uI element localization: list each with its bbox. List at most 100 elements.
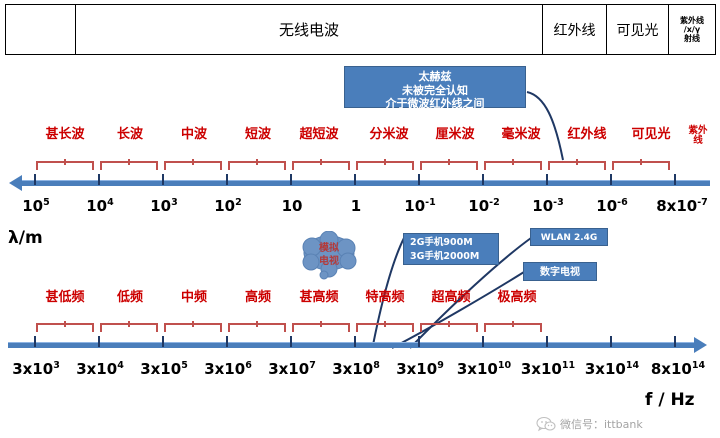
frequency-tick-5 bbox=[354, 336, 356, 347]
frequency-tick-1 bbox=[98, 336, 100, 347]
table-cell-uv-xray-gamma-label: 紫外线 /x/γ 射线 bbox=[680, 15, 704, 44]
wavelength-tick-3 bbox=[226, 174, 228, 185]
wavelength-tick-4 bbox=[290, 174, 292, 185]
frequency-value-4-exp: 7 bbox=[309, 360, 316, 371]
table-cell-blank bbox=[6, 5, 76, 54]
freq-label-vlf: 甚低频 bbox=[45, 290, 85, 305]
bracket-decimetre bbox=[356, 161, 414, 170]
freq-bracket-vhf bbox=[292, 323, 350, 332]
wavelength-value-8: 10-3 bbox=[520, 197, 576, 215]
frequency-value-3-exp: 6 bbox=[245, 360, 252, 371]
wavelength-value-0-exp: 5 bbox=[43, 197, 50, 208]
leader-line-terahertz bbox=[526, 91, 564, 161]
wavelength-value-9-mantissa: 10 bbox=[596, 197, 618, 215]
frequency-tick-0 bbox=[34, 336, 36, 347]
terahertz-callout: 太赫兹 未被完全认知 介于微波红外线之间 bbox=[344, 66, 526, 111]
frequency-axis-line bbox=[8, 342, 696, 348]
frequency-tick-3 bbox=[226, 336, 228, 347]
bracket-long-wave bbox=[100, 161, 158, 170]
frequency-value-7-exp: 10 bbox=[497, 360, 512, 371]
wavelength-value-1-exp: 4 bbox=[107, 197, 114, 208]
wavelength-value-8-mantissa: 10 bbox=[532, 197, 554, 215]
frequency-value-2-mantissa: 3x10 bbox=[140, 360, 182, 378]
wavelength-value-10-exp: -7 bbox=[697, 197, 708, 208]
wavelength-value-9-exp: -6 bbox=[617, 197, 628, 208]
frequency-value-5: 3x108 bbox=[322, 360, 390, 378]
frequency-value-8: 3x1011 bbox=[512, 360, 584, 378]
table-cell-infrared: 红外线 bbox=[543, 5, 607, 54]
wavelength-value-2-mantissa: 10 bbox=[150, 197, 172, 215]
band-label-centimetre: 厘米波 bbox=[435, 127, 475, 142]
wavelength-value-6-mantissa: 10 bbox=[404, 197, 426, 215]
freq-bracket-hf bbox=[228, 323, 286, 332]
frequency-tick-2 bbox=[162, 336, 164, 347]
frequency-tick-8 bbox=[546, 336, 548, 347]
frequency-value-9-mantissa: 3x10 bbox=[584, 360, 626, 378]
frequency-value-8-exp: 11 bbox=[561, 360, 576, 371]
frequency-value-4-mantissa: 3x10 bbox=[268, 360, 310, 378]
table-cell-radio-wave-label: 无线电波 bbox=[278, 21, 339, 39]
wavelength-tick-5 bbox=[354, 174, 356, 185]
wavelength-tick-8 bbox=[546, 174, 548, 185]
band-label-infrared: 红外线 bbox=[567, 127, 607, 142]
freq-label-ehf: 极高频 bbox=[497, 290, 537, 305]
frequency-value-1-mantissa: 3x10 bbox=[76, 360, 118, 378]
freq-label-hf: 高频 bbox=[244, 290, 271, 305]
mobile-callout-text: 2G手机900M 3G手机2000M bbox=[410, 237, 480, 263]
wavelength-value-2: 103 bbox=[136, 197, 192, 215]
frequency-value-1: 3x104 bbox=[66, 360, 134, 378]
wavelength-value-0: 105 bbox=[8, 197, 64, 215]
analog-tv-label: 模拟 电视 bbox=[319, 243, 339, 267]
watermark: 微信号：ittbank bbox=[536, 414, 716, 434]
wavelength-value-6: 10-1 bbox=[392, 197, 448, 215]
watermark-text: 微信号：ittbank bbox=[560, 418, 643, 431]
band-label-ultraviolet: 紫外 线 bbox=[688, 125, 708, 147]
wavelength-value-5: 1 bbox=[328, 197, 384, 215]
freq-bracket-ehf bbox=[484, 323, 542, 332]
frequency-tick-9 bbox=[610, 336, 612, 347]
band-label-vlf-wave: 甚长波 bbox=[45, 127, 85, 142]
table-cell-visible-light-label: 可见光 bbox=[616, 22, 659, 39]
frequency-tick-10 bbox=[674, 336, 676, 347]
band-label-short-wave: 短波 bbox=[244, 127, 271, 142]
wavelength-value-1-mantissa: 10 bbox=[86, 197, 108, 215]
frequency-value-1-exp: 4 bbox=[117, 360, 124, 371]
band-label-decimetre: 分米波 bbox=[369, 127, 409, 142]
frequency-value-3-mantissa: 3x10 bbox=[204, 360, 246, 378]
mobile-callout: 2G手机900M 3G手机2000M bbox=[403, 233, 499, 265]
frequency-value-5-mantissa: 3x10 bbox=[332, 360, 374, 378]
table-cell-infrared-label: 红外线 bbox=[553, 22, 596, 39]
freq-label-mf: 中频 bbox=[180, 290, 207, 305]
wavelength-value-4: 10 bbox=[264, 197, 320, 215]
terahertz-callout-text: 太赫兹 未被完全认知 介于微波红外线之间 bbox=[385, 70, 485, 111]
wavelength-value-6-exp: -1 bbox=[425, 197, 436, 208]
freq-label-shf: 超高频 bbox=[431, 290, 471, 305]
freq-label-vhf: 甚高频 bbox=[299, 290, 339, 305]
wavelength-axis-arrow bbox=[9, 175, 22, 191]
frequency-value-7-mantissa: 3x10 bbox=[456, 360, 498, 378]
wavelength-value-10: 8x10-7 bbox=[646, 197, 718, 215]
wavelength-tick-9 bbox=[610, 174, 612, 185]
table-cell-radio-wave: 无线电波 bbox=[76, 5, 543, 54]
leader-line-digital-tv bbox=[391, 271, 525, 349]
frequency-value-9: 3x1014 bbox=[576, 360, 648, 378]
freq-bracket-vlf bbox=[36, 323, 94, 332]
frequency-value-10-exp: 14 bbox=[691, 360, 706, 371]
frequency-value-0: 3x103 bbox=[2, 360, 70, 378]
frequency-value-2: 3x105 bbox=[130, 360, 198, 378]
wavelength-value-4-mantissa: 10 bbox=[281, 197, 303, 215]
band-label-medium-wave: 中波 bbox=[180, 127, 207, 142]
wavelength-value-5-mantissa: 1 bbox=[350, 197, 362, 215]
freq-label-lf: 低频 bbox=[116, 290, 143, 305]
wavelength-value-2-exp: 3 bbox=[171, 197, 178, 208]
freq-bracket-shf bbox=[420, 323, 478, 332]
frequency-value-4: 3x107 bbox=[258, 360, 326, 378]
freq-bracket-mf bbox=[164, 323, 222, 332]
band-label-millimetre: 毫米波 bbox=[501, 127, 541, 142]
frequency-axis-label: f / Hz bbox=[645, 390, 695, 410]
freq-label-uhf: 特高频 bbox=[365, 290, 405, 305]
table-cell-visible-light: 可见光 bbox=[607, 5, 669, 54]
bracket-infrared bbox=[548, 161, 606, 170]
classification-table: 无线电波 红外线 可见光 紫外线 /x/γ 射线 bbox=[5, 4, 716, 55]
